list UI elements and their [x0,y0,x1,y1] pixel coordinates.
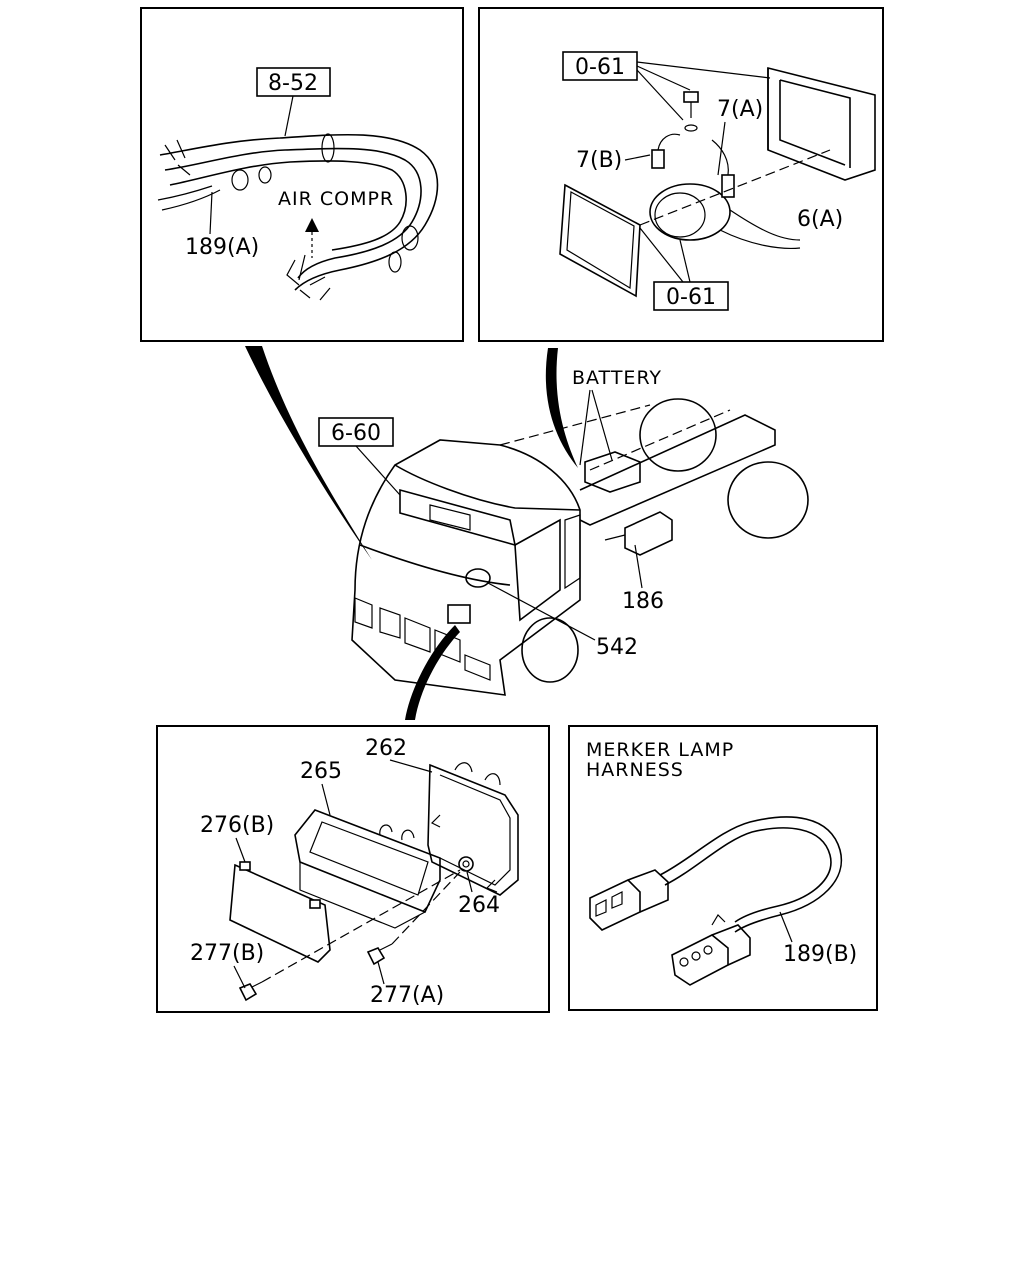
arrow-up-icon [305,218,319,232]
ref-box-8-52[interactable] [256,67,331,97]
label-7b[interactable]: 7(B) [576,148,622,173]
lamp-housing [767,66,876,181]
label-264[interactable]: 264 [458,893,500,918]
nut-264 [458,856,474,872]
truck-overview [245,346,809,720]
ref-box-0-61-bottom[interactable] [653,281,729,311]
bolt-icon [683,91,699,132]
label-battery[interactable]: BATTERY [572,367,662,389]
label-277b[interactable]: 277(B) [190,941,264,966]
label-276b[interactable]: 276(B) [200,813,274,838]
ref-box-0-61-bottom-text[interactable]: 0-61 [666,285,716,310]
harness-title-line2: HARNESS [586,759,684,781]
panel-marker-lamp-harness: MERKER LAMP HARNESS 189(B) [568,725,878,1011]
ref-box-6-60-text[interactable]: 6-60 [331,421,381,446]
ref-box-6-60[interactable] [318,417,394,447]
label-189a[interactable]: 189(A) [185,235,259,260]
ref-box-0-61-top-text[interactable]: 0-61 [575,55,625,80]
label-7a[interactable]: 7(A) [717,97,763,122]
label-262[interactable]: 262 [365,736,407,761]
marker-lamp-harness-drawing [589,816,843,986]
panel-lamp-bracket-assembly [156,725,550,1013]
label-186[interactable]: 186 [622,589,664,614]
screw-277a [366,943,393,966]
air-compressor-label: AIR COMPR [278,188,394,210]
screw-277b [238,981,263,1002]
callout-sweep-bottom [405,625,460,720]
label-277a[interactable]: 277(A) [370,983,444,1008]
bracket-262 [427,762,519,896]
label-6a[interactable]: 6(A) [797,207,843,232]
label-189b[interactable]: 189(B) [783,942,857,967]
lamp-lens [559,183,641,298]
callout-sweep-right [545,348,578,468]
panel-air-compressor-harness: 8-52 AIR COMPR 189(A) [140,7,464,342]
callout-sweep-left [245,346,372,560]
label-542[interactable]: 542 [596,635,638,660]
harness-title-line1: MERKER LAMP [586,739,734,761]
air-compressor-harness-drawing [157,133,439,301]
label-265[interactable]: 265 [300,759,342,784]
panel-marker-lamp-assembly: 0-61 7(A) 7(B) 6(A) [478,7,884,342]
ref-box-0-61-top[interactable] [562,51,638,81]
housing-265 [294,809,441,929]
ref-box-8-52-text[interactable]: 8-52 [268,71,318,96]
